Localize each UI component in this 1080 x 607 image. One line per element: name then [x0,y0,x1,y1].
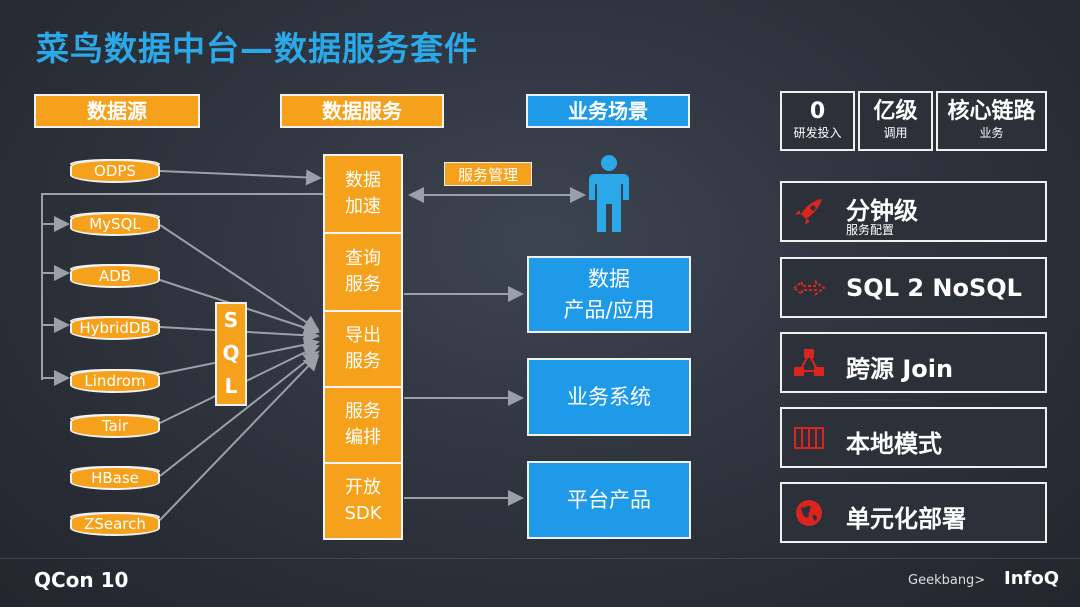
app-label: 数据 [588,266,630,291]
sql-letter: Q [222,341,240,365]
user-icon [589,155,629,232]
feature-subtitle: 服务配置 [846,223,895,237]
footer-divider [0,558,1080,559]
feature-minute-config: 分钟级 服务配置 [780,181,1047,242]
service-label: SDK [344,503,382,524]
service-query: 查询 服务 [323,232,403,312]
feature-title: SQL 2 NoSQL [846,274,1022,302]
feature-unit-deployment: 单元化部署 [780,482,1047,543]
source-lindrom: Lindrom [70,369,160,393]
sql-bar: S Q L [215,302,247,406]
source-mysql: MySQL [70,212,160,236]
source-hybriddb: HybridDB [70,316,160,340]
source-tair: Tair [70,414,160,438]
feature-cross-source-join: 跨源 Join [780,332,1047,393]
app-business-systems: 业务系统 [527,358,691,436]
stat-caption: 研发投入 [793,126,842,140]
infoq-logo: InfoQ [1004,568,1060,589]
feature-title: 本地模式 [846,430,942,458]
rocket-icon [795,199,822,225]
service-management-label: 服务管理 [444,162,532,186]
app-data-products: 数据 产品/应用 [527,256,691,333]
arrows-icon [792,280,826,296]
feature-sql-nosql: SQL 2 NoSQL [780,257,1047,318]
feature-title: 跨源 Join [846,355,954,383]
stat-calls: 亿级 调用 [858,91,933,151]
app-platform-products: 平台产品 [527,461,691,539]
sql-letter: S [223,308,239,332]
app-label: 平台产品 [567,487,651,512]
source-hbase: HBase [70,466,160,490]
source-zsearch: ZSearch [70,512,160,536]
service-label: 编排 [345,427,381,448]
stat-value: 0 [809,99,826,124]
service-orchestration: 服务 编排 [323,386,403,464]
service-export: 导出 服务 [323,310,403,388]
globe-icon [796,500,822,526]
header-sources: 数据源 [34,94,200,128]
service-open-sdk: 开放 SDK [323,462,403,540]
server-icon [794,427,824,449]
stat-caption: 调用 [883,126,908,140]
service-label: 开放 [345,477,381,498]
service-label: 服务 [345,274,381,295]
service-data-acceleration: 数据 加速 [323,154,403,234]
app-label: 业务系统 [567,384,651,409]
stat-caption: 业务 [979,126,1004,140]
qcon-logo: QCon 10 [34,568,129,592]
stat-value: 核心链路 [947,99,1036,124]
service-label: 查询 [345,248,381,269]
source-adb: ADB [70,264,160,288]
service-label: 导出 [345,325,381,346]
feature-title: 单元化部署 [846,505,966,533]
header-services: 数据服务 [280,94,444,128]
stat-value: 亿级 [873,99,918,124]
stat-rd-investment: 0 研发投入 [780,91,855,151]
app-label: 产品/应用 [563,297,655,322]
stat-core-link: 核心链路 业务 [936,91,1047,151]
page-title: 菜鸟数据中台—数据服务套件 [36,29,478,68]
service-label: 加速 [345,196,381,217]
service-label: 服务 [345,351,381,372]
feature-title: 分钟级 [846,197,918,225]
network-icon [794,349,824,376]
header-scenarios: 业务场景 [526,94,690,128]
source-odps: ODPS [70,159,160,183]
geekbang-logo: Geekbang> [908,573,986,588]
feature-local-mode: 本地模式 [780,407,1047,468]
service-label: 数据 [345,170,381,191]
service-label: 服务 [345,401,381,422]
sql-letter: L [224,374,238,398]
